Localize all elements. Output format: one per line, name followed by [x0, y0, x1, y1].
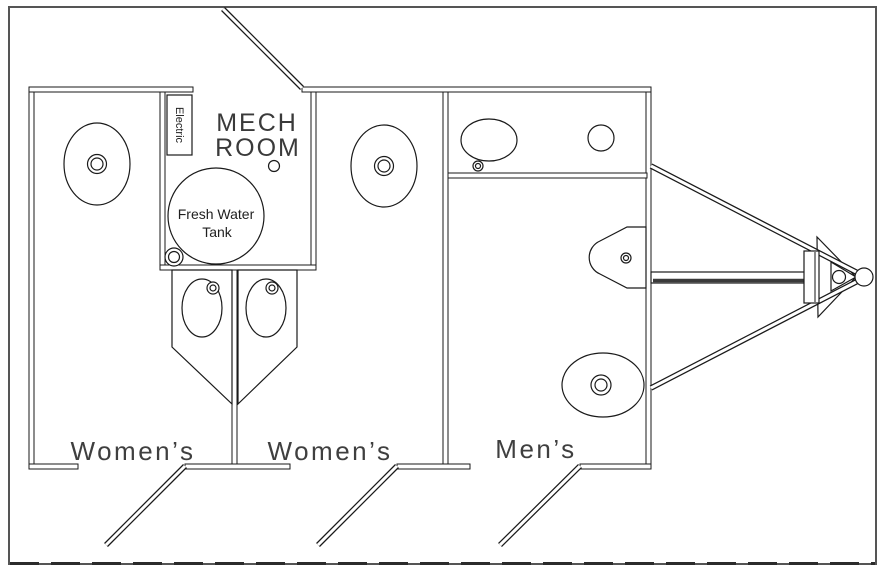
sink-oval-womens-right: [350, 124, 418, 208]
wall-mens-counter: [447, 172, 648, 179]
womens-right-label: Women’s: [268, 436, 393, 466]
urinal-mens: [588, 226, 647, 289]
wall-mens-right: [645, 86, 652, 470]
door-leaf-womens-right: [316, 464, 399, 547]
fresh-water-tank-label-line2: Tank: [202, 224, 233, 240]
wall-bottom-segment-1: [28, 463, 79, 470]
wall-top-left-segment: [28, 86, 194, 93]
electric-panel: [166, 94, 193, 156]
mech-room-label-line1: MECH: [216, 109, 298, 137]
mens-label: Men’s: [495, 434, 576, 464]
door-leaf-mens: [498, 464, 582, 547]
wall-bottom-segment-3: [396, 463, 471, 470]
wall-mech-left: [159, 86, 166, 271]
wall-top-right-segment: [301, 86, 652, 93]
wall-left-exterior: [28, 86, 35, 470]
hitch-ball-circle: [854, 267, 874, 287]
toilet-womens-right: [237, 269, 298, 406]
toilet-womens-left: [171, 269, 233, 406]
wall-bottom-segment-4: [579, 463, 652, 470]
mech-room-label-line2: ROOM: [215, 134, 301, 162]
tank-drain-inner-circle: [167, 250, 181, 264]
toilet-stalls: [171, 269, 298, 406]
womens-left-label: Women’s: [71, 436, 196, 466]
jack-post: [803, 250, 820, 304]
sink-oval-mens: [460, 118, 518, 172]
tongue-diagonal-upper: [649, 163, 860, 276]
tongue-diagonal-lower: [649, 278, 860, 391]
trailer-tongue: [649, 163, 874, 391]
doors: [104, 7, 582, 547]
round-basin-mens: [587, 124, 615, 152]
womens-right-room: Women’s: [268, 124, 418, 466]
wall-mech-right: [310, 86, 317, 271]
door-leaf-mech-room: [221, 7, 304, 90]
mens-room: Men’s: [460, 118, 647, 464]
toilet-mens: [561, 352, 645, 418]
electric-panel-label: Electric: [173, 107, 185, 144]
wall-stall-divider: [231, 264, 238, 470]
sink-oval-womens-left: [63, 122, 131, 206]
wall-mech-bottom: [159, 264, 317, 271]
womens-left-room: Women’s: [63, 122, 196, 466]
mech-room: Electric MECH ROOM Fresh Water Tank: [164, 94, 301, 267]
fresh-water-tank: [167, 167, 265, 265]
hitch-pin-circle: [831, 269, 847, 285]
mech-room-port-circle: [267, 159, 281, 173]
fresh-water-tank-label-line1: Fresh Water: [178, 206, 255, 222]
wall-womens2-mens: [442, 86, 449, 470]
door-leaf-womens-left: [104, 464, 187, 547]
